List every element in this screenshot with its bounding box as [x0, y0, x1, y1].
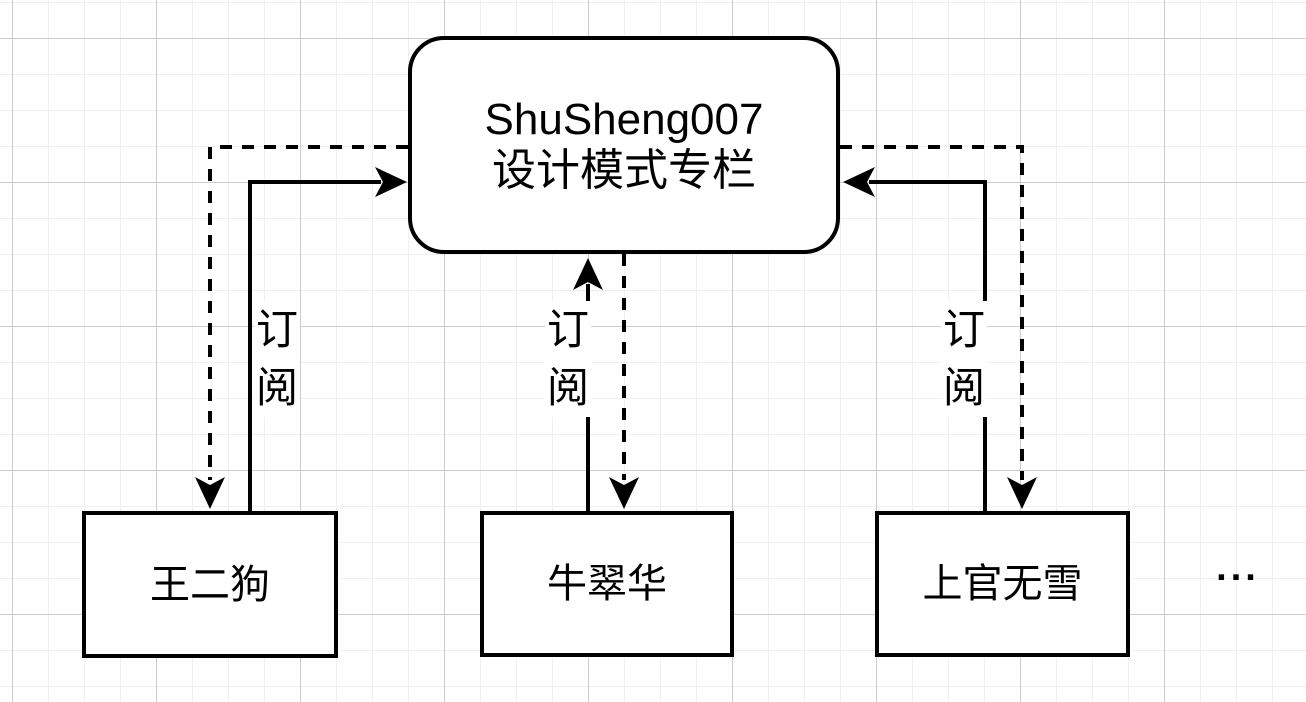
edge-label-subscribe-right: 订阅 — [941, 301, 987, 417]
subscriber-node-niucuihua: 牛翠华 — [480, 511, 734, 657]
subscriber-name: 王二狗 — [150, 562, 270, 607]
subscriber-node-wangergou: 王二狗 — [82, 511, 338, 658]
publisher-title-line2: 设计模式专栏 — [492, 146, 756, 195]
subscriber-node-shangguanwuxue: 上官无雪 — [875, 511, 1130, 657]
edge-label-subscribe-middle: 订阅 — [545, 301, 591, 417]
publisher-title-line1: ShuSheng007 — [484, 95, 764, 144]
subscriber-name: 牛翠华 — [547, 562, 667, 606]
notify-arrow-left — [195, 145, 408, 509]
notify-arrow-right — [840, 145, 1037, 509]
more-subscribers-ellipsis: ... — [1216, 547, 1260, 589]
edge-label-subscribe-left: 订阅 — [254, 301, 300, 417]
notify-arrow-middle — [609, 254, 639, 509]
publisher-node: ShuSheng007 设计模式专栏 — [408, 36, 840, 254]
subscriber-name: 上官无雪 — [922, 562, 1083, 606]
